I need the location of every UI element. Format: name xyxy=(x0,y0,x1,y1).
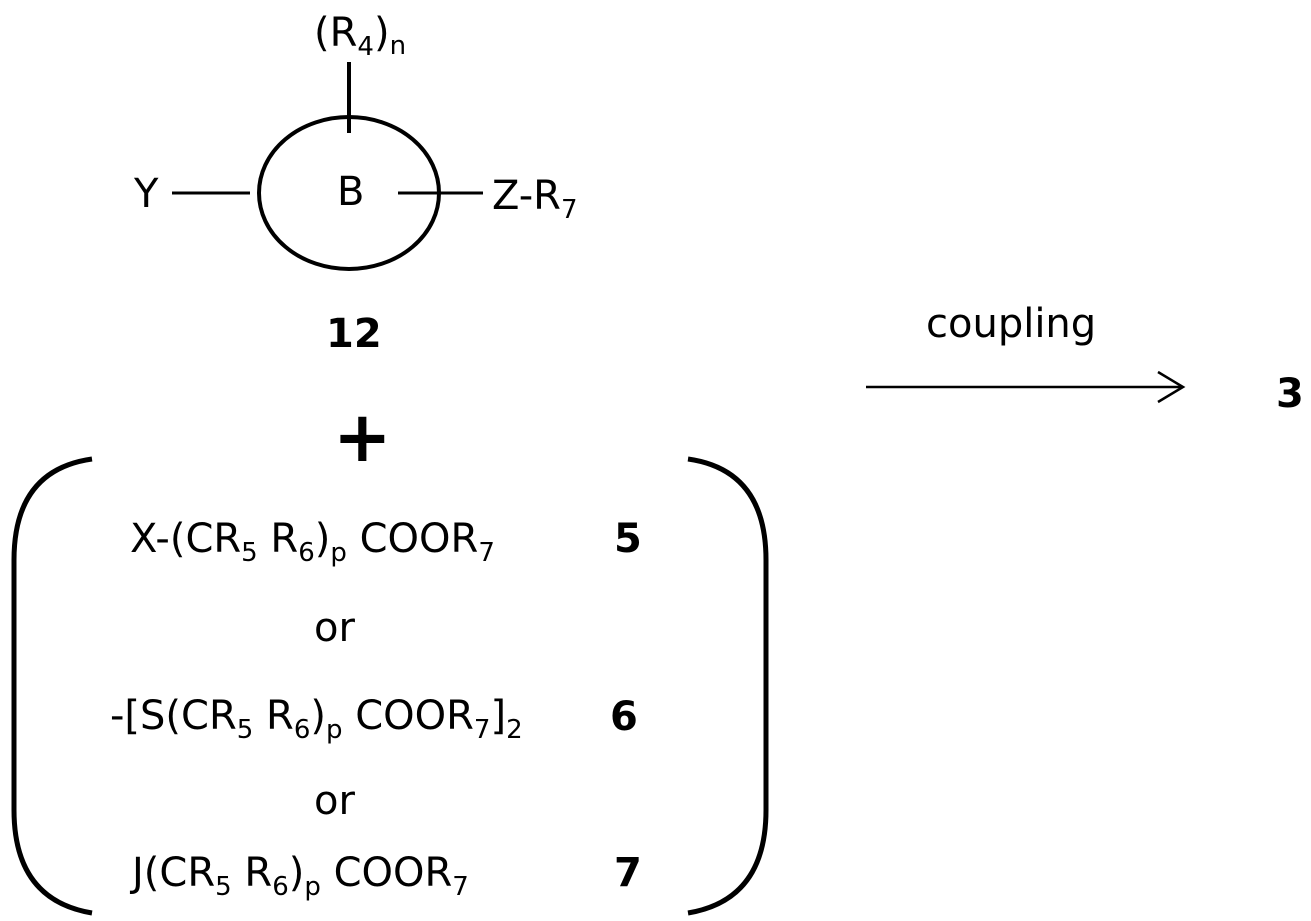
r6-part1: -[S(CR xyxy=(110,693,237,739)
right-bracket xyxy=(688,459,766,913)
r5-sub3: p xyxy=(330,538,347,568)
r5-sub4: 7 xyxy=(478,538,495,568)
r6-part5: ] xyxy=(490,693,506,739)
substituent-r4n: (R4)n xyxy=(314,13,406,53)
compound-label-5: 5 xyxy=(614,519,642,559)
r5-part4: COOR xyxy=(347,516,478,562)
left-bracket xyxy=(14,459,92,913)
r6-part2: R xyxy=(253,693,294,739)
r6-sub4: 7 xyxy=(474,715,491,745)
connector-or-2: or xyxy=(314,781,355,821)
r7-part2: R xyxy=(232,850,273,896)
compound-label-12: 12 xyxy=(326,314,382,354)
r7-sub3: p xyxy=(304,872,321,902)
r7-sub2: 6 xyxy=(272,872,289,902)
product-label-3: 3 xyxy=(1276,374,1304,414)
r7-sub1: 5 xyxy=(215,872,232,902)
substituent-y: Y xyxy=(134,174,158,214)
r6-sub5: 2 xyxy=(506,715,523,745)
r7-sub4: 7 xyxy=(452,872,469,902)
r6-sub2: 6 xyxy=(294,715,311,745)
r7-part3: ) xyxy=(289,850,305,896)
r4n-open: (R xyxy=(314,10,357,56)
reagent-6-formula: -[S(CR5 R6)p COOR7]2 xyxy=(110,696,523,736)
r7-part1: J(CR xyxy=(132,850,215,896)
reagent-5-formula: X-(CR5 R6)p COOR7 xyxy=(130,519,495,559)
r6-part4: COOR xyxy=(343,693,474,739)
r5-part2: R xyxy=(258,516,299,562)
z-r7-text: Z-R xyxy=(492,173,561,219)
compound-label-6: 6 xyxy=(610,697,638,737)
arrow-label-coupling: coupling xyxy=(926,304,1096,344)
r4n-close: ) xyxy=(374,10,390,56)
r5-sub2: 6 xyxy=(298,538,315,568)
plus-sign: + xyxy=(333,402,392,472)
r5-part1: X-(CR xyxy=(130,516,241,562)
ring-label-b: B xyxy=(337,172,364,212)
reagent-7-formula: J(CR5 R6)p COOR7 xyxy=(132,853,469,893)
r6-part3: ) xyxy=(310,693,326,739)
substituent-z-r7: Z-R7 xyxy=(492,176,577,216)
r5-sub1: 5 xyxy=(241,538,258,568)
r7-part4: COOR xyxy=(321,850,452,896)
r6-sub3: p xyxy=(326,715,343,745)
z-r7-sub: 7 xyxy=(561,195,578,225)
r4n-sub-r: 4 xyxy=(357,32,374,62)
r6-sub1: 5 xyxy=(237,715,254,745)
compound-label-7: 7 xyxy=(614,853,642,893)
r4n-sub-n: n xyxy=(390,31,406,61)
r5-part3: ) xyxy=(315,516,331,562)
connector-or-1: or xyxy=(314,608,355,648)
